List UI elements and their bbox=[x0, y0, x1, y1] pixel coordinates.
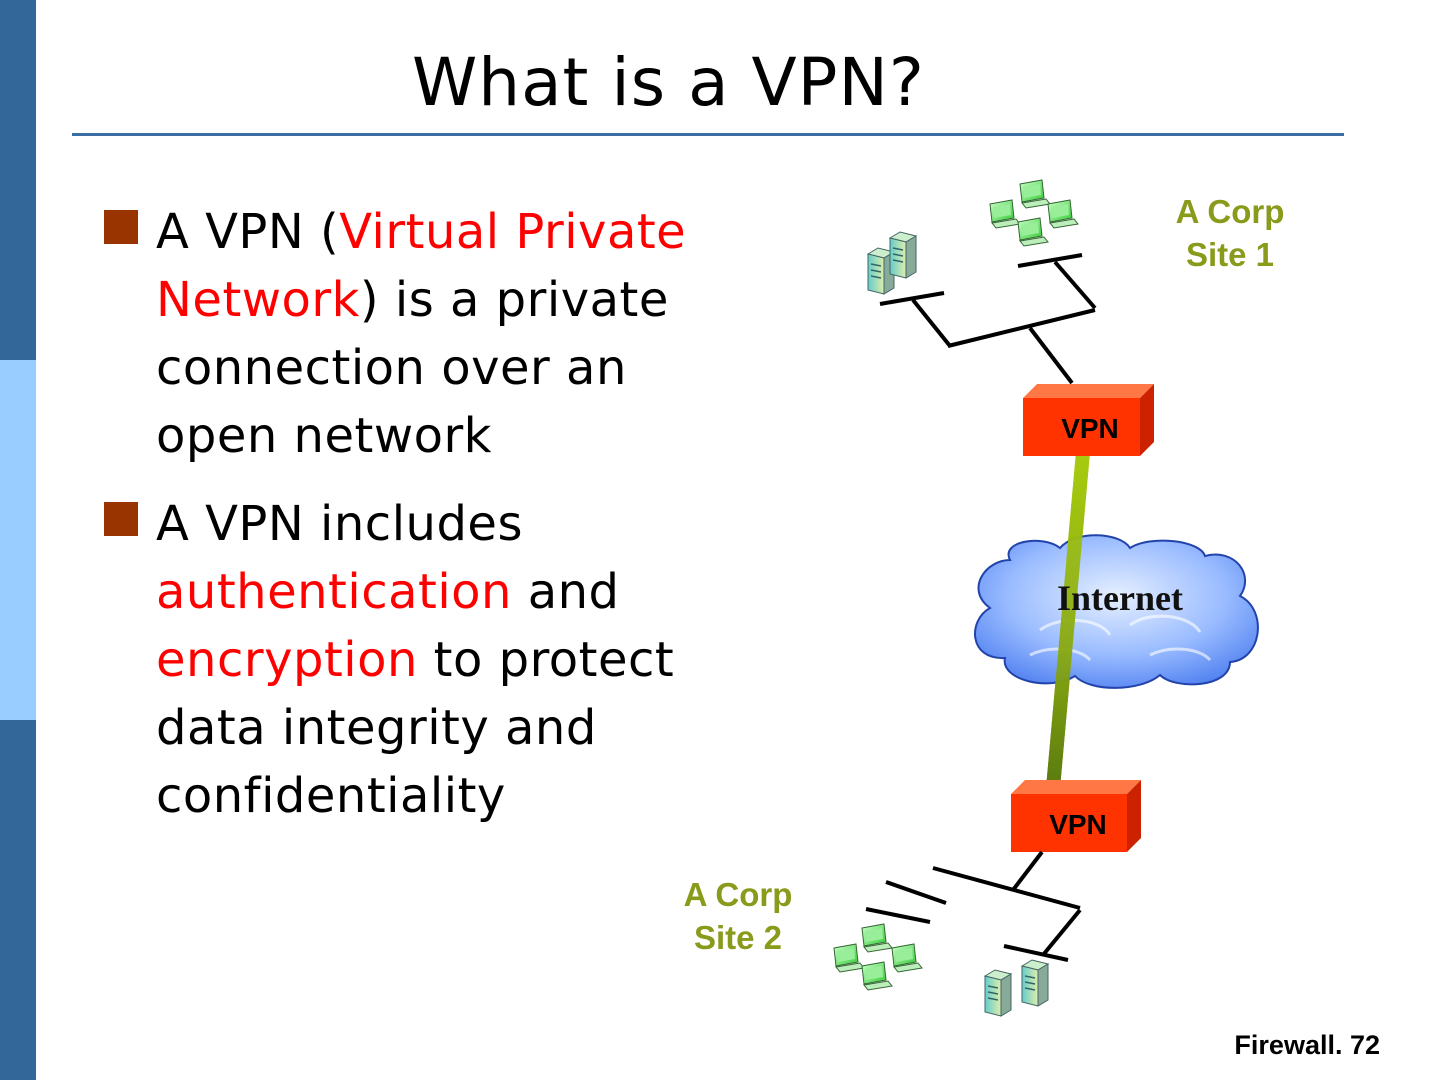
bullet-item-vpn-features: A VPN includes authentication and encryp… bbox=[104, 490, 764, 830]
bullet-text-part: A VPN includes bbox=[156, 496, 523, 552]
bullet-text-part: and bbox=[511, 564, 620, 620]
bullet-text: A VPN (Virtual Private Network) is a pri… bbox=[156, 204, 686, 464]
bullet-square-icon bbox=[104, 502, 138, 536]
bullet-text-part: ) is a private connection over an open n… bbox=[156, 272, 669, 464]
sidebar-accent bbox=[0, 0, 36, 1080]
server-icon bbox=[867, 231, 917, 295]
bullet-list: A VPN (Virtual Private Network) is a pri… bbox=[104, 198, 764, 850]
bullet-text: A VPN includes authentication and encryp… bbox=[156, 496, 674, 824]
site1-label-line2: Site 1 bbox=[1186, 236, 1274, 273]
site2-label-line1: A Corp bbox=[684, 876, 793, 913]
vpn-gateway-icon[interactable]: VPN bbox=[1023, 384, 1154, 456]
workstation-icon bbox=[833, 923, 923, 991]
slide-title: What is a VPN? bbox=[412, 44, 925, 121]
sidebar-segment-top bbox=[0, 0, 36, 360]
sidebar-segment-middle bbox=[0, 360, 36, 720]
site2-label-line2: Site 2 bbox=[694, 919, 782, 956]
server-icon bbox=[984, 959, 1049, 1017]
bullet-text-highlight: Virtual Private Network bbox=[156, 204, 687, 328]
site1-label-line1: A Corp bbox=[1176, 193, 1285, 230]
bullet-square-icon bbox=[104, 210, 138, 244]
title-underline bbox=[72, 133, 1344, 136]
bullet-text-part: A VPN ( bbox=[156, 204, 340, 260]
workstation-icon bbox=[989, 179, 1079, 247]
sidebar-segment-bottom bbox=[0, 720, 36, 1080]
slide-footer: Firewall. 72 bbox=[1234, 1030, 1380, 1060]
bullet-text-part: to protect data integrity and confidenti… bbox=[156, 632, 675, 824]
site1-network: A Corp Site 1 bbox=[867, 179, 1285, 385]
site2-network: A Corp Site 2 bbox=[684, 850, 1082, 1017]
bullet-text-highlight: authentication bbox=[156, 564, 512, 620]
vpn-gateway-icon[interactable]: VPN bbox=[1011, 780, 1141, 852]
vpn-gateway-top-label: VPN bbox=[1061, 413, 1119, 444]
internet-label: Internet bbox=[1057, 578, 1183, 618]
bullet-text-highlight: encryption bbox=[156, 632, 418, 688]
bullet-item-vpn-definition: A VPN (Virtual Private Network) is a pri… bbox=[104, 198, 764, 470]
cloud-icon bbox=[974, 534, 1259, 689]
vpn-gateway-bottom-label: VPN bbox=[1049, 809, 1107, 840]
